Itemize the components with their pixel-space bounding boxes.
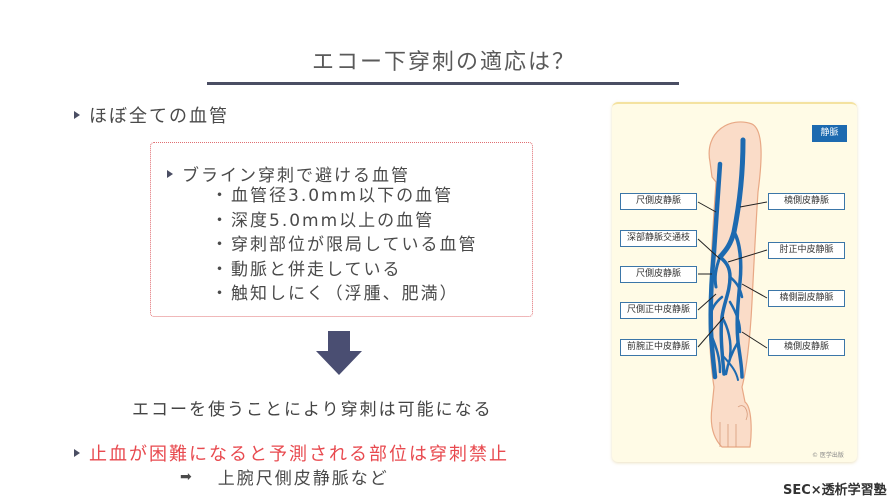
arm-vein-illustration	[697, 121, 768, 448]
bullet-contraindication: 止血が困難になると予測される部位は穿刺禁止	[74, 440, 509, 466]
label-median-ulnar-vein: 尺側正中皮静脈	[620, 302, 697, 319]
right-arrow-icon: ➡	[180, 468, 194, 485]
list-item: ・血管径3.0mm以下の血管	[211, 186, 454, 206]
list-item: ・動脈と併走している	[211, 259, 402, 280]
label-accessory-cephalic-vein: 橈側副皮静脈	[768, 290, 845, 307]
label-ulnar-cutaneous-vein-2: 尺側皮静脈	[620, 266, 697, 283]
box-heading-text: ブライン穿刺で避ける血管	[182, 166, 410, 186]
title-underline	[207, 82, 679, 85]
triangle-bullet-icon	[74, 111, 80, 119]
figure-copyright: © 医学出版	[812, 452, 844, 459]
legend-vein-tag: 静脈	[812, 125, 847, 142]
triangle-bullet-icon	[167, 169, 173, 178]
footer-brand: SEC×透析学習塾	[783, 483, 887, 498]
label-deep-communicating-branch: 深部静脈交通枝	[620, 230, 697, 247]
result-statement: エコーを使うことにより穿刺は可能になる	[132, 400, 493, 420]
contraindication-example: ➡ 上腕尺側皮静脈など	[180, 464, 389, 490]
bullet-all-vessels: ほぼ全ての血管	[74, 102, 229, 128]
bullet-text: ほぼ全ての血管	[89, 106, 229, 127]
list-item: ・穿刺部位が限局している血管	[211, 235, 478, 255]
avoid-vessel-list: ・血管径3.0mm以下の血管 ・深度5.0mm以上の血管 ・穿刺部位が限局してい…	[211, 184, 478, 307]
box-heading: ブライン穿刺で避ける血管	[167, 161, 410, 186]
triangle-bullet-icon	[74, 449, 80, 457]
contraindication-text: 止血が困難になると予測される部位は穿刺禁止	[89, 444, 509, 465]
label-median-antebrachial-vein: 前腕正中皮静脈	[620, 339, 697, 356]
down-arrow-icon	[316, 331, 362, 375]
blind-puncture-box: ブライン穿刺で避ける血管 ・血管径3.0mm以下の血管 ・深度5.0mm以上の血…	[150, 142, 533, 317]
example-text: 上腕尺側皮静脈など	[217, 469, 389, 489]
label-radial-cutaneous-vein: 橈側皮静脈	[768, 193, 845, 210]
label-ulnar-cutaneous-vein: 尺側皮静脈	[620, 193, 697, 210]
label-median-cubital-vein: 肘正中皮静脈	[768, 242, 845, 259]
list-item: ・触知しにく（浮腫、肥満）	[211, 284, 459, 304]
slide-title: エコー下穿刺の適応は？	[311, 50, 576, 75]
list-item: ・深度5.0mm以上の血管	[211, 210, 435, 231]
label-radial-cutaneous-vein-2: 橈側皮静脈	[768, 339, 845, 356]
